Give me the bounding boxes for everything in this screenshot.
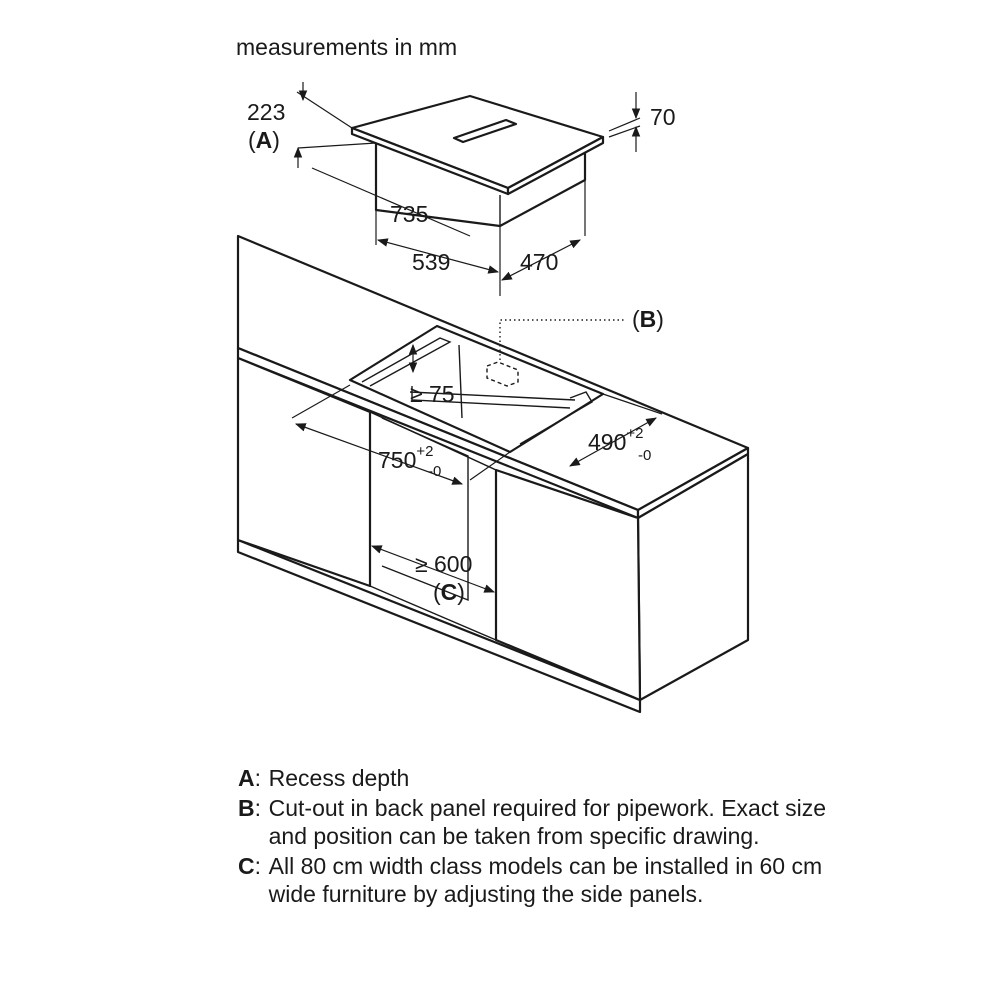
legend-item-c: C: All 80 cm width class models can be i… — [238, 852, 829, 908]
cabinet-width-value: ≥ 600 — [415, 551, 472, 577]
cutout-depth-tol-minus: -0 — [638, 447, 651, 464]
legend-text: All 80 cm width class models can be inst… — [268, 853, 823, 907]
hob-width-value: 735 — [390, 201, 428, 227]
pipework-cutout-ref: (B) — [632, 306, 664, 332]
hob-dimensions — [293, 82, 641, 296]
hob-body-width-value: 539 — [412, 249, 450, 275]
cutout-width-value: 750+2 — [378, 443, 433, 473]
hob-thickness-value: 70 — [650, 104, 676, 130]
hob-drawing — [350, 94, 605, 228]
hob-depth-recess-value: 223 — [247, 99, 285, 125]
legend-item-b: B: Cut-out in back panel required for pi… — [238, 794, 829, 850]
legend-text: Recess depth — [268, 765, 410, 791]
legend-key: B — [238, 795, 255, 821]
pipework-cutout-icon — [486, 361, 519, 387]
min-clearance-value: ≥ 75 — [410, 381, 455, 407]
vent-slot-icon — [452, 118, 518, 144]
legend-key: A — [238, 765, 255, 791]
legend-key: C — [238, 853, 255, 879]
worktop-drawing — [236, 234, 750, 714]
cutout-width-tol-minus: -0 — [428, 463, 441, 480]
cabinet-width-ref: (C) — [433, 579, 465, 605]
units-note: measurements in mm — [236, 34, 457, 60]
cutout-depth-value: 490+2 — [588, 425, 643, 455]
hob-body-depth-value: 470 — [520, 249, 558, 275]
installation-diagram: measurements in mm 223 (A) 70 735 539 47… — [236, 34, 750, 714]
hob-depth-recess-ref: (A) — [248, 127, 280, 153]
legend-text: Cut-out in back panel required for pipew… — [268, 795, 827, 849]
legend-item-a: A: Recess depth — [238, 764, 829, 792]
legend: A: Recess depth B: Cut-out in back panel… — [238, 764, 829, 910]
worktop-dimensions — [291, 343, 663, 593]
